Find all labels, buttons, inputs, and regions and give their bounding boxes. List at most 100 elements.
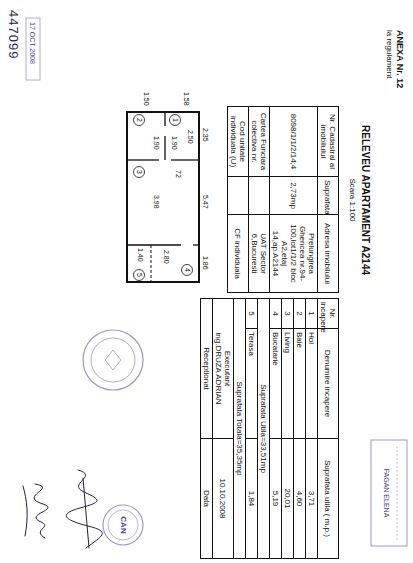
table-row: Suprafata Utila=33,51mp <box>258 299 270 559</box>
table-cell: 4,60 <box>294 439 306 559</box>
table-cell <box>249 177 270 215</box>
table-cell: Suprafata <box>318 177 339 215</box>
column-header: Suprafata <box>324 180 333 211</box>
dimension-label: 3.98 <box>152 195 161 209</box>
table-cell: Nr. Cadastral al imobilului <box>318 107 339 177</box>
round-stamp-ring <box>91 338 135 382</box>
table-row: 3Living20,01 <box>282 299 294 559</box>
rooms-table: Nr. incapereDenumire incapereSuprafata u… <box>200 298 339 559</box>
executant-text: Executant <box>223 302 232 435</box>
table-cell: CF individuala <box>228 215 249 293</box>
annex-heading: ANEXA Nr. 12 <box>395 30 405 88</box>
table-cell: 4 <box>270 299 282 329</box>
table-cell <box>228 177 249 215</box>
callout-circle <box>134 115 145 126</box>
table-cell: Data <box>201 439 213 559</box>
column-header: Nr. Cadastral al imobilului <box>319 110 337 173</box>
callout-circle <box>182 265 193 276</box>
signature <box>34 484 48 538</box>
room-number: 4 <box>271 302 280 325</box>
column-header: Suprafata utila ( m.p.) <box>324 442 333 555</box>
outer-wall <box>127 112 199 282</box>
callout-number: 5 <box>134 269 144 281</box>
table-cell: Denumire incapere <box>318 329 339 439</box>
inner-wall <box>171 159 199 160</box>
row-header: Cartea Funciara colectiva nr. <box>250 110 268 173</box>
callout-circle <box>134 270 145 281</box>
table-row: 2Baie4,60 <box>294 299 306 559</box>
table-cell: Bucatarie <box>270 329 282 439</box>
table-cell: 3,71 <box>306 439 318 559</box>
table-cell: Suprafata utila ( m.p.) <box>318 439 339 559</box>
can-stamp <box>103 505 143 545</box>
table-cell: Hol <box>306 329 318 439</box>
registration-number: 447099 <box>6 10 21 59</box>
table-cell: Cartea Funciara colectiva nr. <box>249 107 270 177</box>
dimension-label: 2.35 <box>201 128 210 142</box>
table-row: Suprafata Totala=35,35mp <box>234 299 246 559</box>
table-cell: 1,84 <box>246 439 258 559</box>
document-title: RELEVEU APARTAMENT A2144 <box>360 100 371 300</box>
area-total: Suprafata Totala=35,35mp <box>235 302 244 555</box>
table-row: 1Hol 3,71 <box>306 299 318 559</box>
inner-wall <box>127 244 181 245</box>
table-cell: 5,19 <box>270 439 282 559</box>
address-text: Prelungirea Ghencea nr.94-100,lot1/1/2 b… <box>271 218 316 289</box>
table-cell: Terasa <box>246 329 258 439</box>
room-number: 5 <box>247 302 256 325</box>
inner-wall <box>127 159 159 160</box>
row-header: Cod unitate individuala (U) <box>229 110 247 173</box>
inner-wall <box>164 112 165 126</box>
room-name: Hol <box>307 332 316 435</box>
table-row: Cod unitate individuala (U) CF individual… <box>228 107 249 293</box>
table-cell: Cod unitate individuala (U) <box>228 107 249 177</box>
table-row: 4Bucatarie 5,19 <box>270 299 282 559</box>
table-cell: UAT Sector 6,Bucuresti <box>249 215 270 293</box>
signature-stroke <box>83 478 89 548</box>
dimension-label: 1.90 <box>152 136 161 150</box>
can-stamp-ring <box>108 510 138 540</box>
callout-number: 3 <box>134 166 144 178</box>
date-stamp-frame <box>26 18 40 80</box>
table-cell: Living <box>282 329 294 439</box>
column-header: Denumire incapere <box>324 332 333 435</box>
callout-number: 4 <box>182 264 192 276</box>
table-cell: 5 <box>246 299 258 329</box>
column <box>228 177 339 215</box>
callout-number: 2 <box>134 114 144 126</box>
room-name: Bucatarie <box>271 332 280 435</box>
table-row: 5Terasa 1,84 <box>246 299 258 559</box>
round-stamp <box>83 330 143 390</box>
table-cell: Nr. incapere <box>318 299 339 329</box>
table-cell: Prelungirea Ghencea nr.94-100,lot1/1/2 b… <box>270 215 318 293</box>
table-row: Executanting.DRUZA ADRIAN10.10.2008 <box>213 299 234 559</box>
table-cell: Receptionat <box>201 299 213 439</box>
callout-number: 1 <box>170 114 180 126</box>
room-area: 1,84 <box>247 442 256 555</box>
table-cell: Baie <box>294 329 306 439</box>
dimension-label: 2.50 <box>186 130 195 144</box>
dimension-label: 1.50 <box>142 92 151 106</box>
dimension-label: 2.80 <box>162 250 171 264</box>
column-header: Nr. incapere <box>319 302 337 325</box>
reception-text: Receptionat <box>202 302 211 435</box>
room-area: 5,19 <box>271 442 280 555</box>
floor-plan: 2.351.582.501.901.905.473.981.502.801.86… <box>111 100 211 290</box>
table-cell: 20,01 <box>282 439 294 559</box>
room-area: 4,60 <box>295 442 304 555</box>
executant-text: ing.DRUZA ADRIAN <box>214 302 223 435</box>
property-info-table: Nr. Cadastral al imobiluluiSuprafataAdre… <box>227 106 339 293</box>
table-cell: Adresa imobilului <box>318 215 339 293</box>
stamp-emblem <box>105 350 121 370</box>
table-cell: 1 <box>306 299 318 329</box>
terrace-line <box>151 245 152 282</box>
table-cell: 3 <box>282 299 294 329</box>
table-row: ReceptionatData <box>201 299 213 559</box>
seal-line <box>397 446 398 540</box>
table-body: Nr. incapereDenumire incapereSuprafata u… <box>201 299 339 559</box>
seal-frame <box>371 440 407 546</box>
dimension-label: 1.90 <box>170 136 179 150</box>
date-stamp: 17 OCT 2008 <box>28 22 37 64</box>
